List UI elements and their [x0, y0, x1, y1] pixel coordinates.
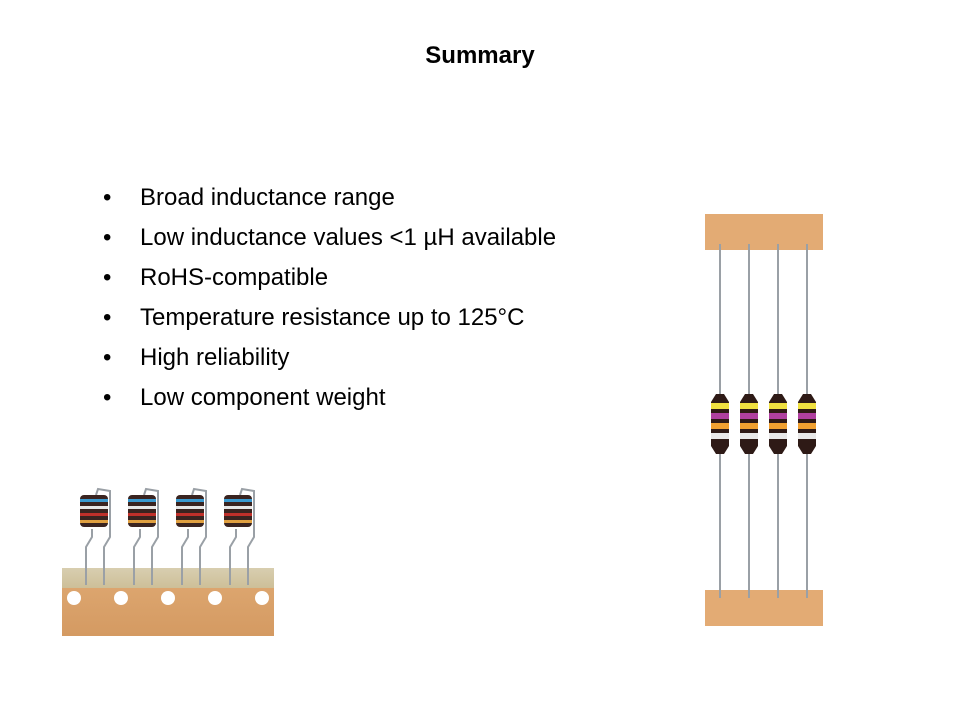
bullet-item: •RoHS-compatible [103, 262, 556, 302]
slide-title: Summary [425, 42, 535, 69]
bullet-item: •Low inductance values <1 µH available [103, 222, 556, 262]
inductor [80, 487, 111, 585]
color-band [224, 506, 252, 509]
bullet-list: •Broad inductance range •Low inductance … [103, 182, 556, 422]
color-band [798, 413, 816, 419]
color-band [798, 403, 816, 409]
axial-inductors-image [705, 214, 823, 626]
color-band [769, 433, 787, 439]
bullet-dot: • [103, 344, 112, 371]
color-band [740, 433, 758, 439]
bullet-dot: • [103, 304, 112, 331]
color-band [711, 423, 729, 429]
color-band [128, 506, 156, 509]
axial-inductor [769, 244, 787, 598]
color-band [176, 513, 204, 516]
axial-inductor [798, 244, 816, 598]
color-band [176, 506, 204, 509]
inductor [176, 487, 207, 585]
color-band [80, 513, 108, 516]
inductor [224, 487, 255, 585]
color-band [128, 513, 156, 516]
color-band [769, 413, 787, 419]
bullet-dot: • [103, 224, 112, 251]
axial-inductor [711, 244, 729, 598]
sprocket-hole [114, 591, 128, 605]
color-band [740, 423, 758, 429]
color-band [711, 403, 729, 409]
color-band [711, 413, 729, 419]
axial-inductor [740, 244, 758, 598]
color-band [769, 403, 787, 409]
sprocket-hole [161, 591, 175, 605]
color-band [769, 423, 787, 429]
color-band [176, 520, 204, 523]
color-band [740, 413, 758, 419]
taped-inductors-image [62, 487, 274, 636]
color-band [80, 520, 108, 523]
bullet-dot: • [103, 184, 112, 211]
bullet-item: •Broad inductance range [103, 182, 556, 222]
inductor [128, 487, 159, 585]
color-band [128, 520, 156, 523]
bullet-item: •Low component weight [103, 382, 556, 422]
color-band [224, 520, 252, 523]
sprocket-hole [255, 591, 269, 605]
color-band [224, 499, 252, 502]
color-band [798, 433, 816, 439]
color-band [798, 423, 816, 429]
color-band [80, 499, 108, 502]
color-band [128, 499, 156, 502]
bullet-dot: • [103, 384, 112, 411]
color-band [224, 513, 252, 516]
sprocket-hole [208, 591, 222, 605]
bullet-dot: • [103, 264, 112, 291]
color-band [80, 506, 108, 509]
color-band [740, 403, 758, 409]
bullet-item: •High reliability [103, 342, 556, 382]
bullet-item: •Temperature resistance up to 125°C [103, 302, 556, 342]
color-band [711, 433, 729, 439]
color-band [176, 499, 204, 502]
sprocket-hole [67, 591, 81, 605]
